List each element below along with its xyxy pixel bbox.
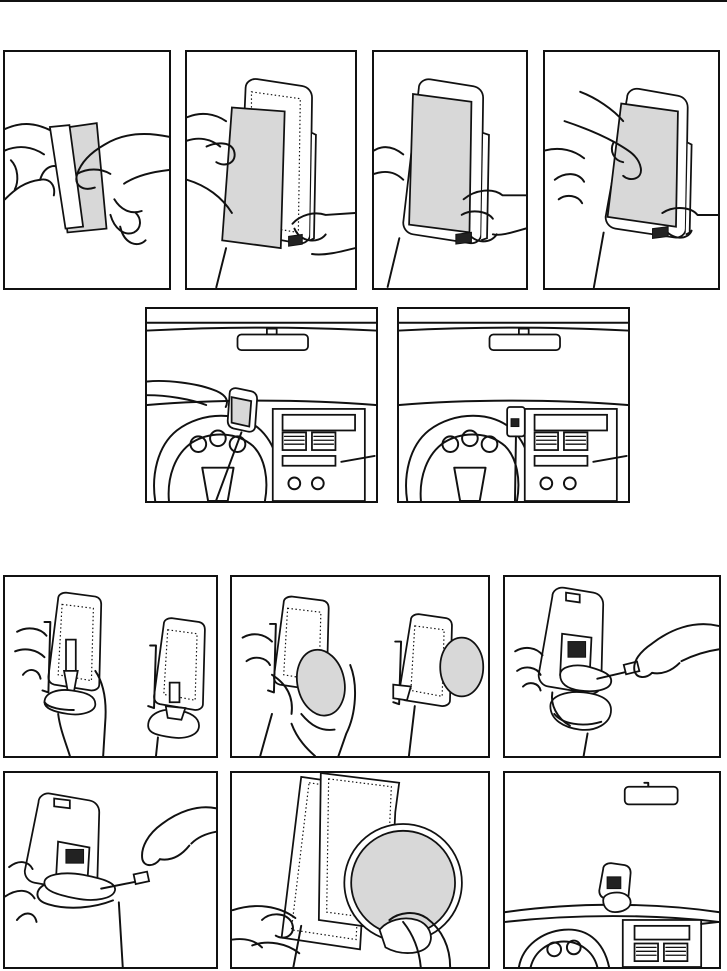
step-peel-film <box>3 50 171 290</box>
top-rule <box>0 0 727 2</box>
step-attach-suction-base <box>3 575 218 758</box>
step-peel-disc-backing <box>230 771 490 969</box>
step-press-device-into-cradle <box>372 50 528 290</box>
peel-disc-backing-illustration <box>232 773 488 967</box>
step-adjust-screw <box>3 771 218 969</box>
step-tighten-screw <box>503 575 721 758</box>
adjust-screw-illustration <box>5 773 216 967</box>
step-mounted-on-dashboard <box>503 771 721 969</box>
mount-on-windshield-illustration <box>147 309 376 501</box>
tighten-screw-illustration <box>505 577 719 756</box>
step-attach-adhesive-disc <box>230 575 490 758</box>
press-device-into-cradle-illustration <box>374 52 526 288</box>
mounted-on-dashboard-illustration <box>505 773 719 967</box>
peel-film-illustration <box>5 52 169 288</box>
attach-adhesive-disc-illustration <box>232 577 488 756</box>
step-mount-on-windshield <box>145 307 378 503</box>
apply-film-to-cradle-illustration <box>187 52 355 288</box>
smooth-film-illustration <box>545 52 718 288</box>
mounted-in-car-illustration <box>399 309 628 501</box>
step-apply-film-to-cradle <box>185 50 357 290</box>
attach-suction-base-illustration <box>5 577 216 756</box>
step-smooth-film <box>543 50 720 290</box>
step-mounted-in-car <box>397 307 630 503</box>
